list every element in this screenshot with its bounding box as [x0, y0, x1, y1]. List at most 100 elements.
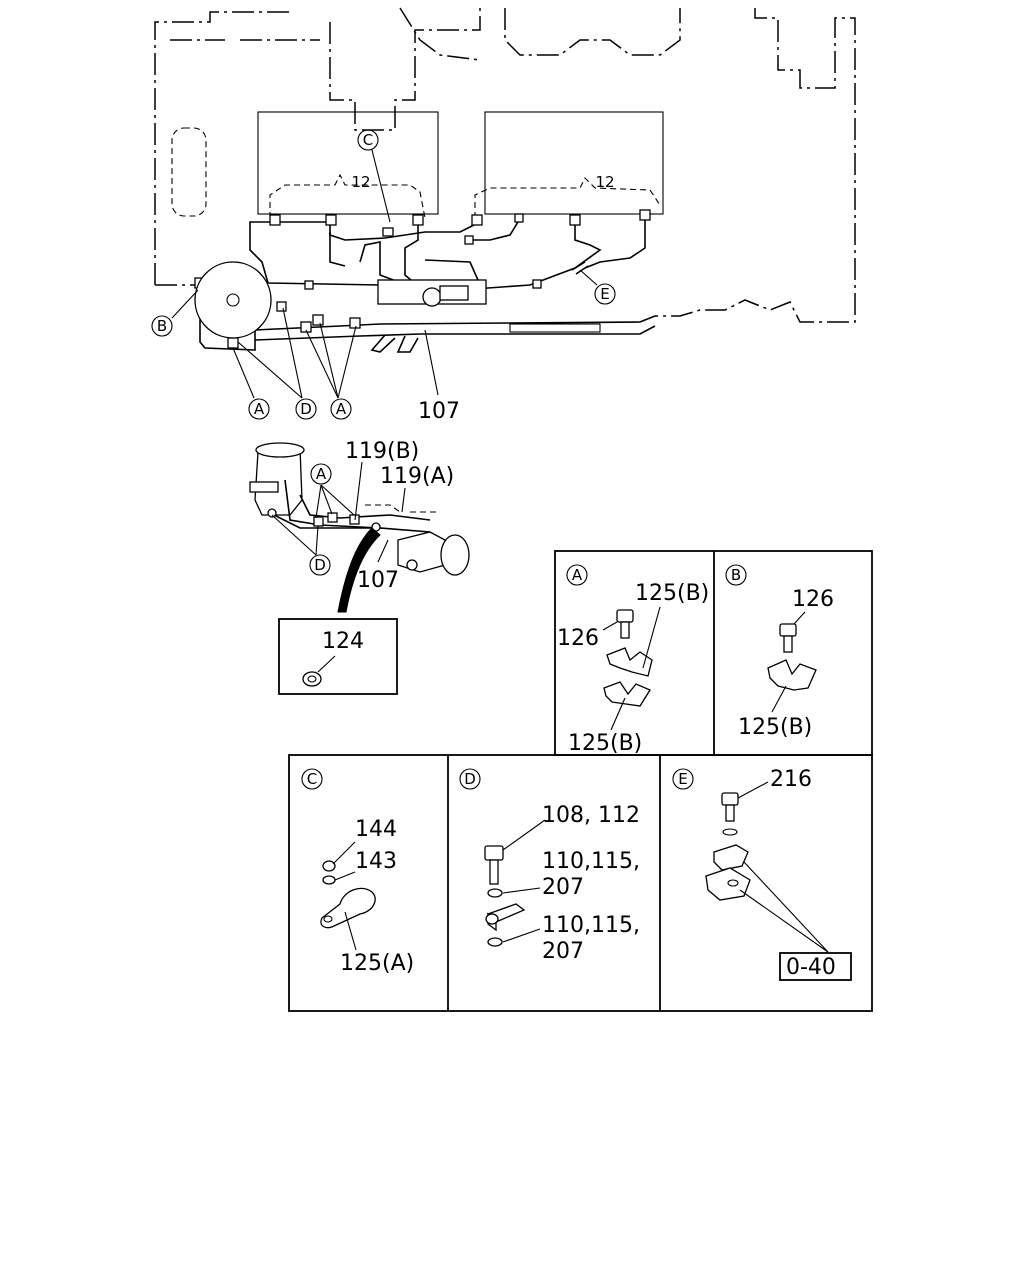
leader-124: [317, 655, 336, 673]
svg-text:B: B: [731, 566, 741, 584]
detail-panels: [288, 550, 873, 1012]
pipe-run-4: [470, 221, 519, 241]
part-label-107-sub: 107: [357, 568, 399, 593]
leader-sub-a-3: [320, 484, 355, 516]
detail-a-leader-bolt: [602, 621, 618, 631]
leader-sub-d-2: [315, 525, 319, 556]
detail-a: A 125(B) 126 125(B): [557, 564, 709, 756]
window-outline: [171, 127, 207, 217]
svg-text:B: B: [157, 317, 167, 335]
brake-valve-knob: [422, 287, 442, 307]
callout-c: C: [357, 129, 379, 151]
callout-a-left: A: [248, 398, 270, 420]
leader-sub-107: [377, 539, 389, 563]
detail-e-leader-bolt: [737, 781, 769, 799]
battery-box-left: [257, 111, 439, 215]
detail-e-leader-ref-1: [743, 861, 829, 953]
frame-slot: [509, 323, 601, 333]
grommet-124: [302, 671, 322, 687]
svg-text:E: E: [600, 285, 609, 303]
detail-d-leader-washer2: [502, 928, 541, 943]
leader-sub-a-1: [315, 484, 322, 519]
leader-sub-d-1: [271, 514, 317, 556]
detail-c-leader-clamp: [344, 911, 357, 951]
leader-d-1: [237, 341, 303, 399]
detail-c-washer: [322, 875, 336, 885]
detail-a-clamp-bottom-label: 125(B): [568, 731, 642, 756]
callout-sub-a: A: [310, 463, 332, 485]
inset-box-124: [278, 618, 398, 695]
pipe-dashed-top-left: [269, 173, 426, 219]
chassis-inner-line: [155, 39, 320, 286]
reservoir-cap: [255, 442, 305, 458]
leader-b: [171, 289, 199, 319]
pipe-run-1: [275, 221, 481, 241]
chassis-outline: [154, 7, 856, 323]
svg-text:C: C: [363, 131, 373, 149]
detail-b-bolt: [779, 623, 797, 653]
detail-a-bolt: [616, 609, 634, 639]
svg-text:D: D: [314, 556, 326, 574]
sub-chamber: [440, 534, 470, 576]
pipe-run-5: [459, 222, 602, 291]
pipe-drop: [370, 334, 419, 353]
svg-text:C: C: [307, 770, 317, 788]
detail-e-bolt: [721, 792, 739, 822]
svg-text:A: A: [254, 400, 265, 418]
callout-b: B: [151, 315, 173, 337]
detail-d-leader-washer1: [502, 887, 541, 894]
detail-d-callout: D: [459, 768, 481, 790]
svg-text:D: D: [300, 400, 312, 418]
detail-d-washer-1: [487, 888, 503, 898]
callout-e: E: [594, 283, 616, 305]
svg-text:A: A: [336, 400, 347, 418]
leader-d-2: [282, 307, 303, 399]
leader-a1: [232, 347, 255, 399]
callout-sub-d: D: [309, 554, 331, 576]
detail-d: D 108, 112 110,115, 207 110,115, 207: [459, 768, 640, 964]
detail-c-clamp-hole: [323, 915, 333, 923]
pipe-mark-right: 12: [595, 173, 614, 191]
sub-fitting-2: [327, 512, 338, 523]
detail-a-leader-bottom: [610, 697, 626, 731]
air-tank: [194, 261, 272, 339]
pipe-lower-rail-2: [254, 325, 656, 341]
detail-a-callout: A: [566, 564, 588, 586]
sub-fitting-5: [267, 508, 277, 518]
detail-d-bolt-label: 108, 112: [542, 803, 640, 828]
detail-b-callout: B: [725, 564, 747, 586]
detail-d-bolt: [484, 845, 504, 885]
callout-d: D: [295, 398, 317, 420]
svg-text:D: D: [464, 770, 476, 788]
detail-e-callout: E: [672, 768, 694, 790]
detail-e-bolt-label: 216: [770, 767, 812, 792]
detail-d-washer2-line2: 207: [542, 939, 584, 964]
brake-valve-port: [439, 285, 469, 301]
detail-c-leader-nut: [332, 841, 356, 865]
leader-119b: [354, 461, 363, 521]
air-tank-center: [226, 293, 240, 307]
detail-c-clamp: [320, 887, 376, 929]
part-label-107-main: 107: [418, 399, 460, 424]
pipe-run-6: [584, 215, 646, 269]
detail-d-washer1-line1: 110,115,: [542, 849, 640, 874]
sub-valve: [397, 531, 446, 573]
leader-c: [371, 149, 391, 223]
detail-a-bolt-label: 126: [557, 626, 599, 651]
detail-a-clamp-top-label: 125(B): [635, 581, 709, 606]
detail-d-washer-2: [487, 937, 503, 947]
leader-107: [424, 329, 439, 396]
detail-a-leader-top: [642, 606, 661, 669]
detail-b-leader-clamp: [771, 685, 787, 713]
detail-b-clamp: [767, 659, 817, 691]
callout-a-right: A: [330, 398, 352, 420]
leader-119a: [401, 487, 406, 513]
pipe-dashed-top-right: [474, 177, 661, 218]
sub-pipe-2: [299, 494, 431, 521]
detail-d-washer2-line1: 110,115,: [542, 913, 640, 938]
sub-fitting-3: [349, 514, 360, 525]
detail-a-clamp-upper: [606, 647, 653, 677]
svg-text:E: E: [678, 770, 687, 788]
detail-e-clamp-upper: [713, 844, 749, 871]
